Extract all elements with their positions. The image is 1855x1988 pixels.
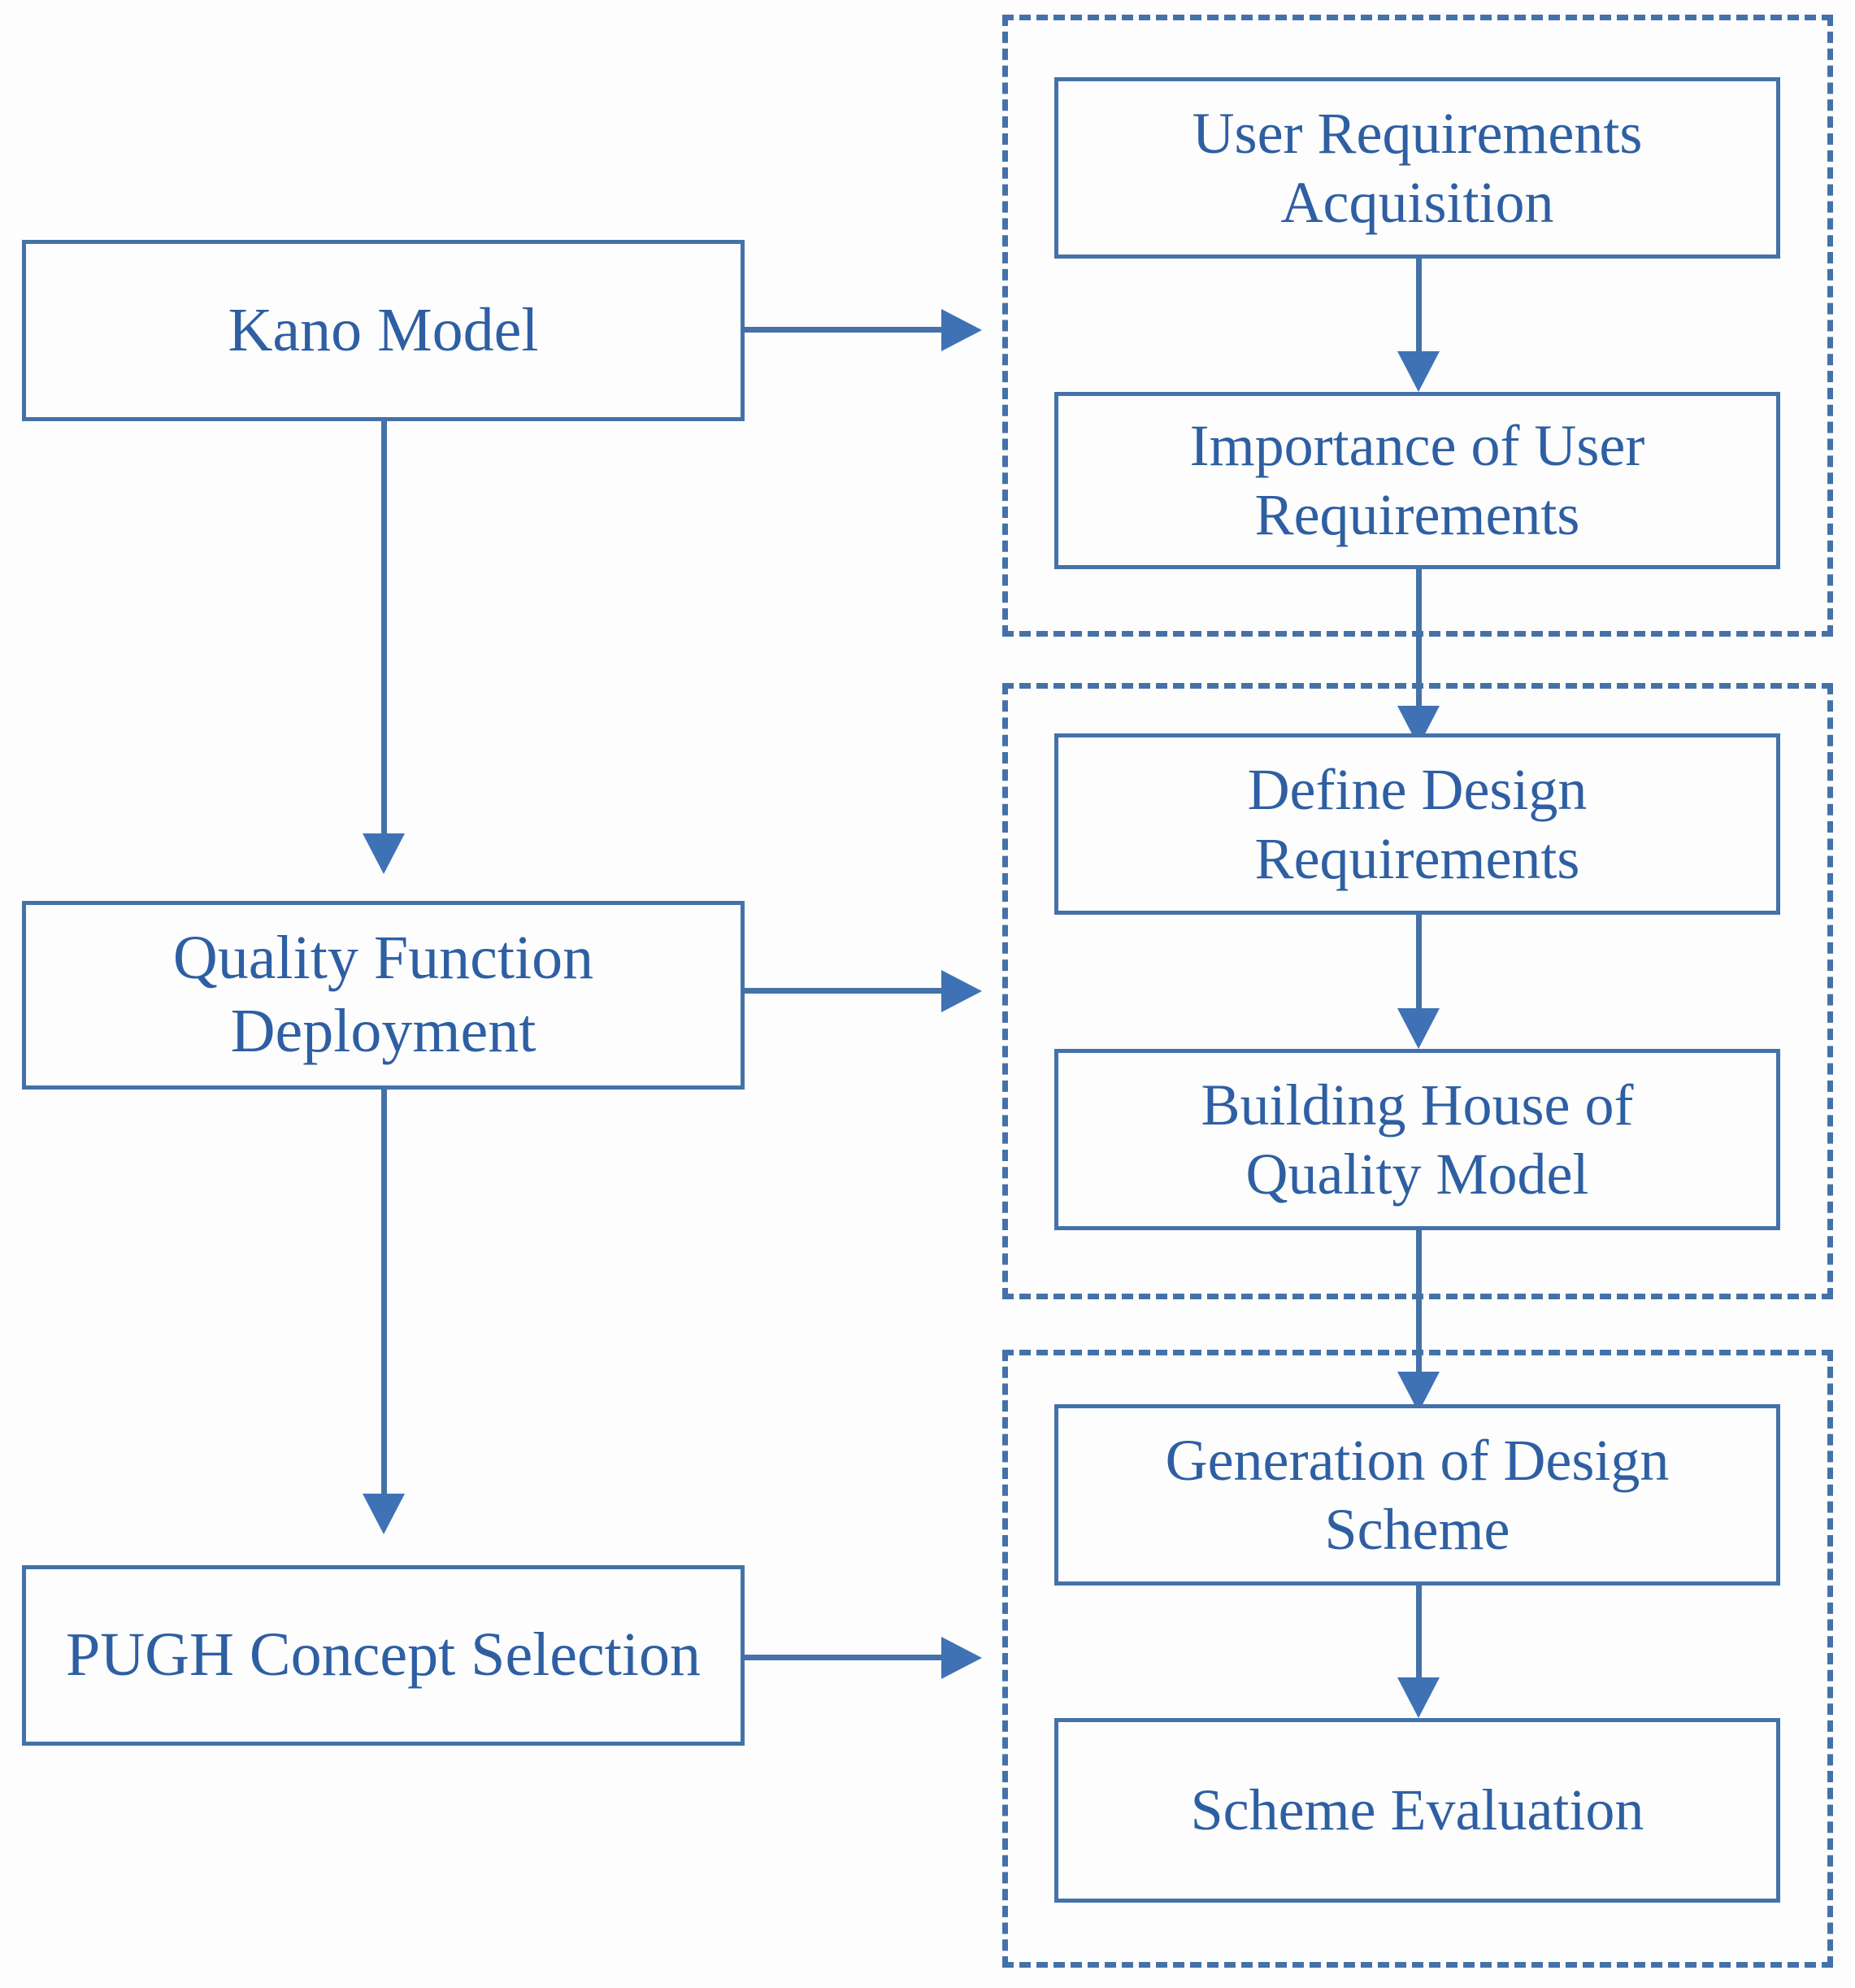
- connector-iur-to-ddr-line: [1416, 569, 1422, 709]
- connector-pugh-to-group3-arrowhead: [941, 1637, 982, 1679]
- connector-bhq-to-gds-line: [1416, 1230, 1422, 1375]
- node-kano-model[interactable]: Kano Model: [22, 240, 745, 421]
- connector-qfd-to-pugh-line: [381, 1090, 387, 1496]
- connector-kano-to-qfd-line: [381, 421, 387, 836]
- connector-pugh-to-group3-line: [745, 1655, 944, 1660]
- connector-qfd-to-pugh-arrowhead: [363, 1494, 405, 1534]
- connector-gds-to-se-arrowhead: [1397, 1677, 1440, 1718]
- node-pugh-concept-selection[interactable]: PUGH Concept Selection: [22, 1565, 745, 1746]
- connector-ura-to-iur-line: [1416, 259, 1422, 355]
- connector-kano-to-group1-arrowhead: [941, 309, 982, 351]
- connector-qfd-to-group2-arrowhead: [941, 970, 982, 1012]
- node-kano-model-label: Kano Model: [228, 295, 539, 364]
- node-pugh-concept-selection-label: PUGH Concept Selection: [65, 1620, 701, 1690]
- node-scheme-evaluation-label: Scheme Evaluation: [1190, 1777, 1644, 1843]
- connector-ddr-to-bhq-line: [1416, 915, 1422, 1012]
- connector-gds-to-se-line: [1416, 1586, 1422, 1681]
- connector-kano-to-group1-line: [745, 327, 944, 333]
- connector-ddr-to-bhq-arrowhead: [1397, 1008, 1440, 1049]
- node-scheme-evaluation[interactable]: Scheme Evaluation: [1054, 1718, 1780, 1903]
- connector-qfd-to-group2-line: [745, 988, 944, 994]
- connector-kano-to-qfd-arrowhead: [363, 833, 405, 874]
- connector-ura-to-iur-arrowhead: [1397, 351, 1440, 392]
